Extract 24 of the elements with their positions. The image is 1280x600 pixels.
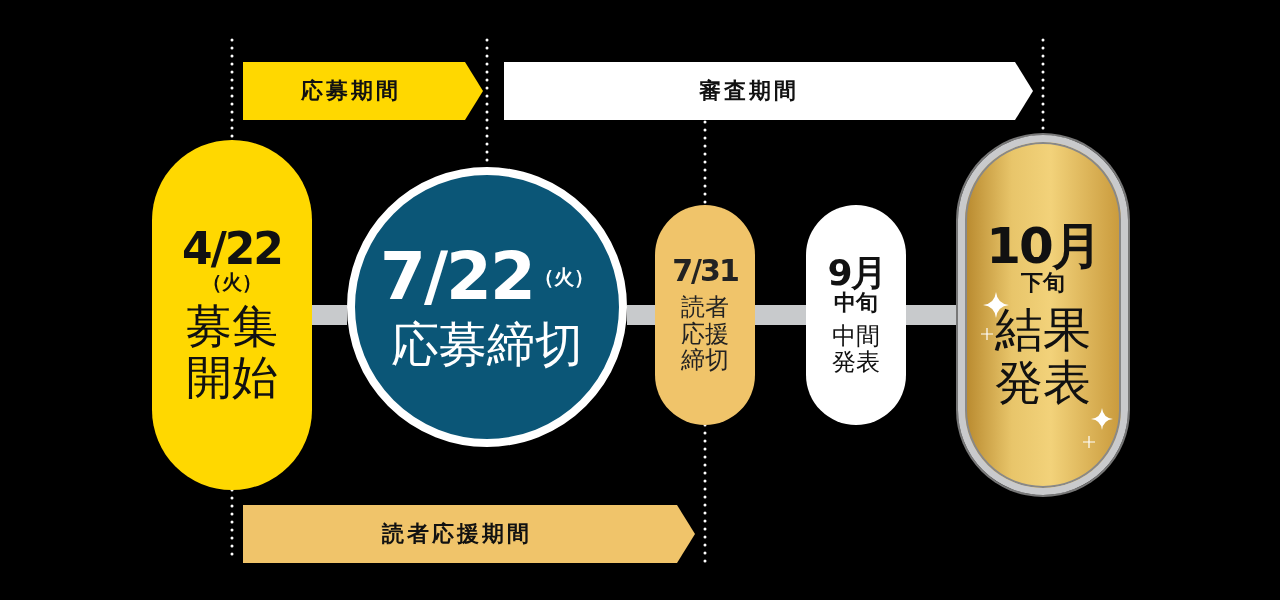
period-label: 読者応援期間 bbox=[382, 521, 532, 547]
event-text: 募集開始 bbox=[185, 301, 279, 403]
connector-bar bbox=[755, 305, 806, 325]
date-text: 7/31 bbox=[672, 256, 738, 287]
event-text: 応募締切 bbox=[391, 317, 583, 371]
weekday-text: （火） bbox=[533, 265, 594, 288]
period-text: 中旬 bbox=[834, 290, 878, 315]
connector-bar bbox=[312, 305, 347, 325]
month-text: 10月 bbox=[986, 221, 1100, 272]
month-text: 9月 bbox=[827, 254, 885, 291]
period-band bbox=[243, 62, 483, 120]
event-text: 中間発表 bbox=[831, 322, 881, 376]
connector-bar bbox=[627, 305, 655, 325]
weekday-text: （火） bbox=[202, 271, 262, 294]
period-text: 下旬 bbox=[1021, 271, 1065, 296]
period-label: 応募期間 bbox=[301, 78, 401, 104]
event-text: 読者応援締切 bbox=[680, 294, 730, 374]
period-label: 審査期間 bbox=[698, 78, 799, 104]
event-text: 結果発表 bbox=[994, 303, 1092, 409]
period-band bbox=[243, 505, 695, 563]
period-band bbox=[504, 62, 1033, 120]
date-text: 4/22 bbox=[182, 227, 282, 272]
date-text: 7/22 bbox=[380, 243, 534, 310]
connector-bar bbox=[906, 305, 958, 325]
